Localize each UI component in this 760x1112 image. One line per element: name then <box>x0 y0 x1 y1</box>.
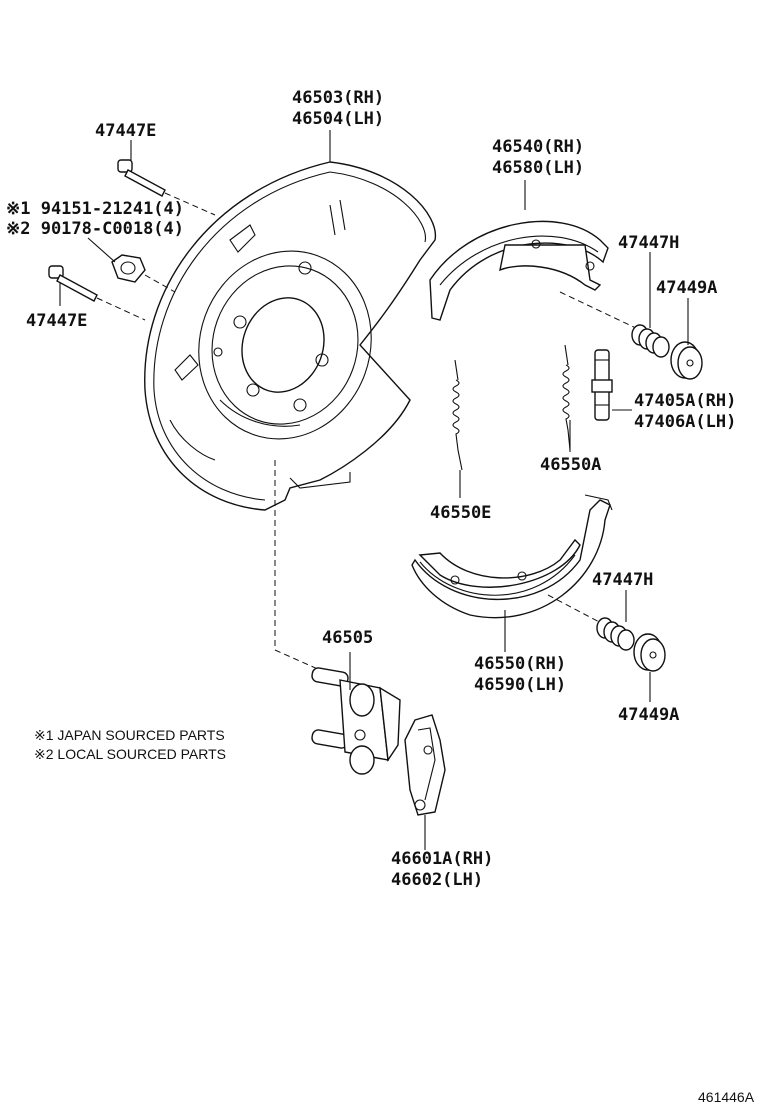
label-46550e: 46550E <box>430 503 491 523</box>
label-47449a-lower: 47449A <box>618 705 679 725</box>
label-47447e-bottom: 47447E <box>26 311 87 331</box>
backing-plate <box>144 161 437 511</box>
label-46540: 46540(RH) <box>492 137 584 157</box>
spring-cup-upper <box>670 298 703 380</box>
spring-cup-lower <box>633 633 666 702</box>
lower-brake-shoe <box>411 494 613 652</box>
label-46505: 46505 <box>322 628 373 648</box>
return-spring-46550a <box>562 344 571 452</box>
nut <box>87 237 176 293</box>
label-47447e-top: 47447E <box>95 121 156 141</box>
label-47405a: 47405A(RH) <box>634 391 736 411</box>
shoe-adjuster <box>591 349 632 421</box>
hold-down-spring-lower <box>596 590 635 651</box>
label-46503: 46503(RH) <box>292 88 384 108</box>
label-46580: 46580(LH) <box>492 158 584 178</box>
label-47449a-upper: 47449A <box>656 278 717 298</box>
label-46550: 46550(RH) <box>474 654 566 674</box>
label-47406a: 47406A(LH) <box>634 412 736 432</box>
label-46590: 46590(LH) <box>474 675 566 695</box>
label-47447h-upper: 47447H <box>618 233 679 253</box>
anchor-bracket <box>274 460 401 775</box>
label-46550a: 46550A <box>540 455 601 475</box>
return-spring-46550e <box>452 359 463 498</box>
figure-id: 461446A <box>698 1089 755 1105</box>
pin-47447e-top <box>117 140 216 216</box>
label-46504: 46504(LH) <box>292 109 384 129</box>
label-46602: 46602(LH) <box>391 870 483 890</box>
label-90178: ※2 90178-C0018(4) <box>6 219 184 239</box>
hold-down-spring-upper <box>631 252 670 358</box>
parking-brake-lever <box>404 714 446 850</box>
note-japan-sourced: ※1 JAPAN SOURCED PARTS <box>34 727 225 743</box>
pin-47447e-bottom <box>48 265 146 321</box>
label-94151: ※1 94151-21241(4) <box>6 199 184 219</box>
label-47447h-lower: 47447H <box>592 570 653 590</box>
upper-brake-shoe <box>429 220 641 331</box>
note-local-sourced: ※2 LOCAL SOURCED PARTS <box>34 746 226 762</box>
label-46601a: 46601A(RH) <box>391 849 493 869</box>
